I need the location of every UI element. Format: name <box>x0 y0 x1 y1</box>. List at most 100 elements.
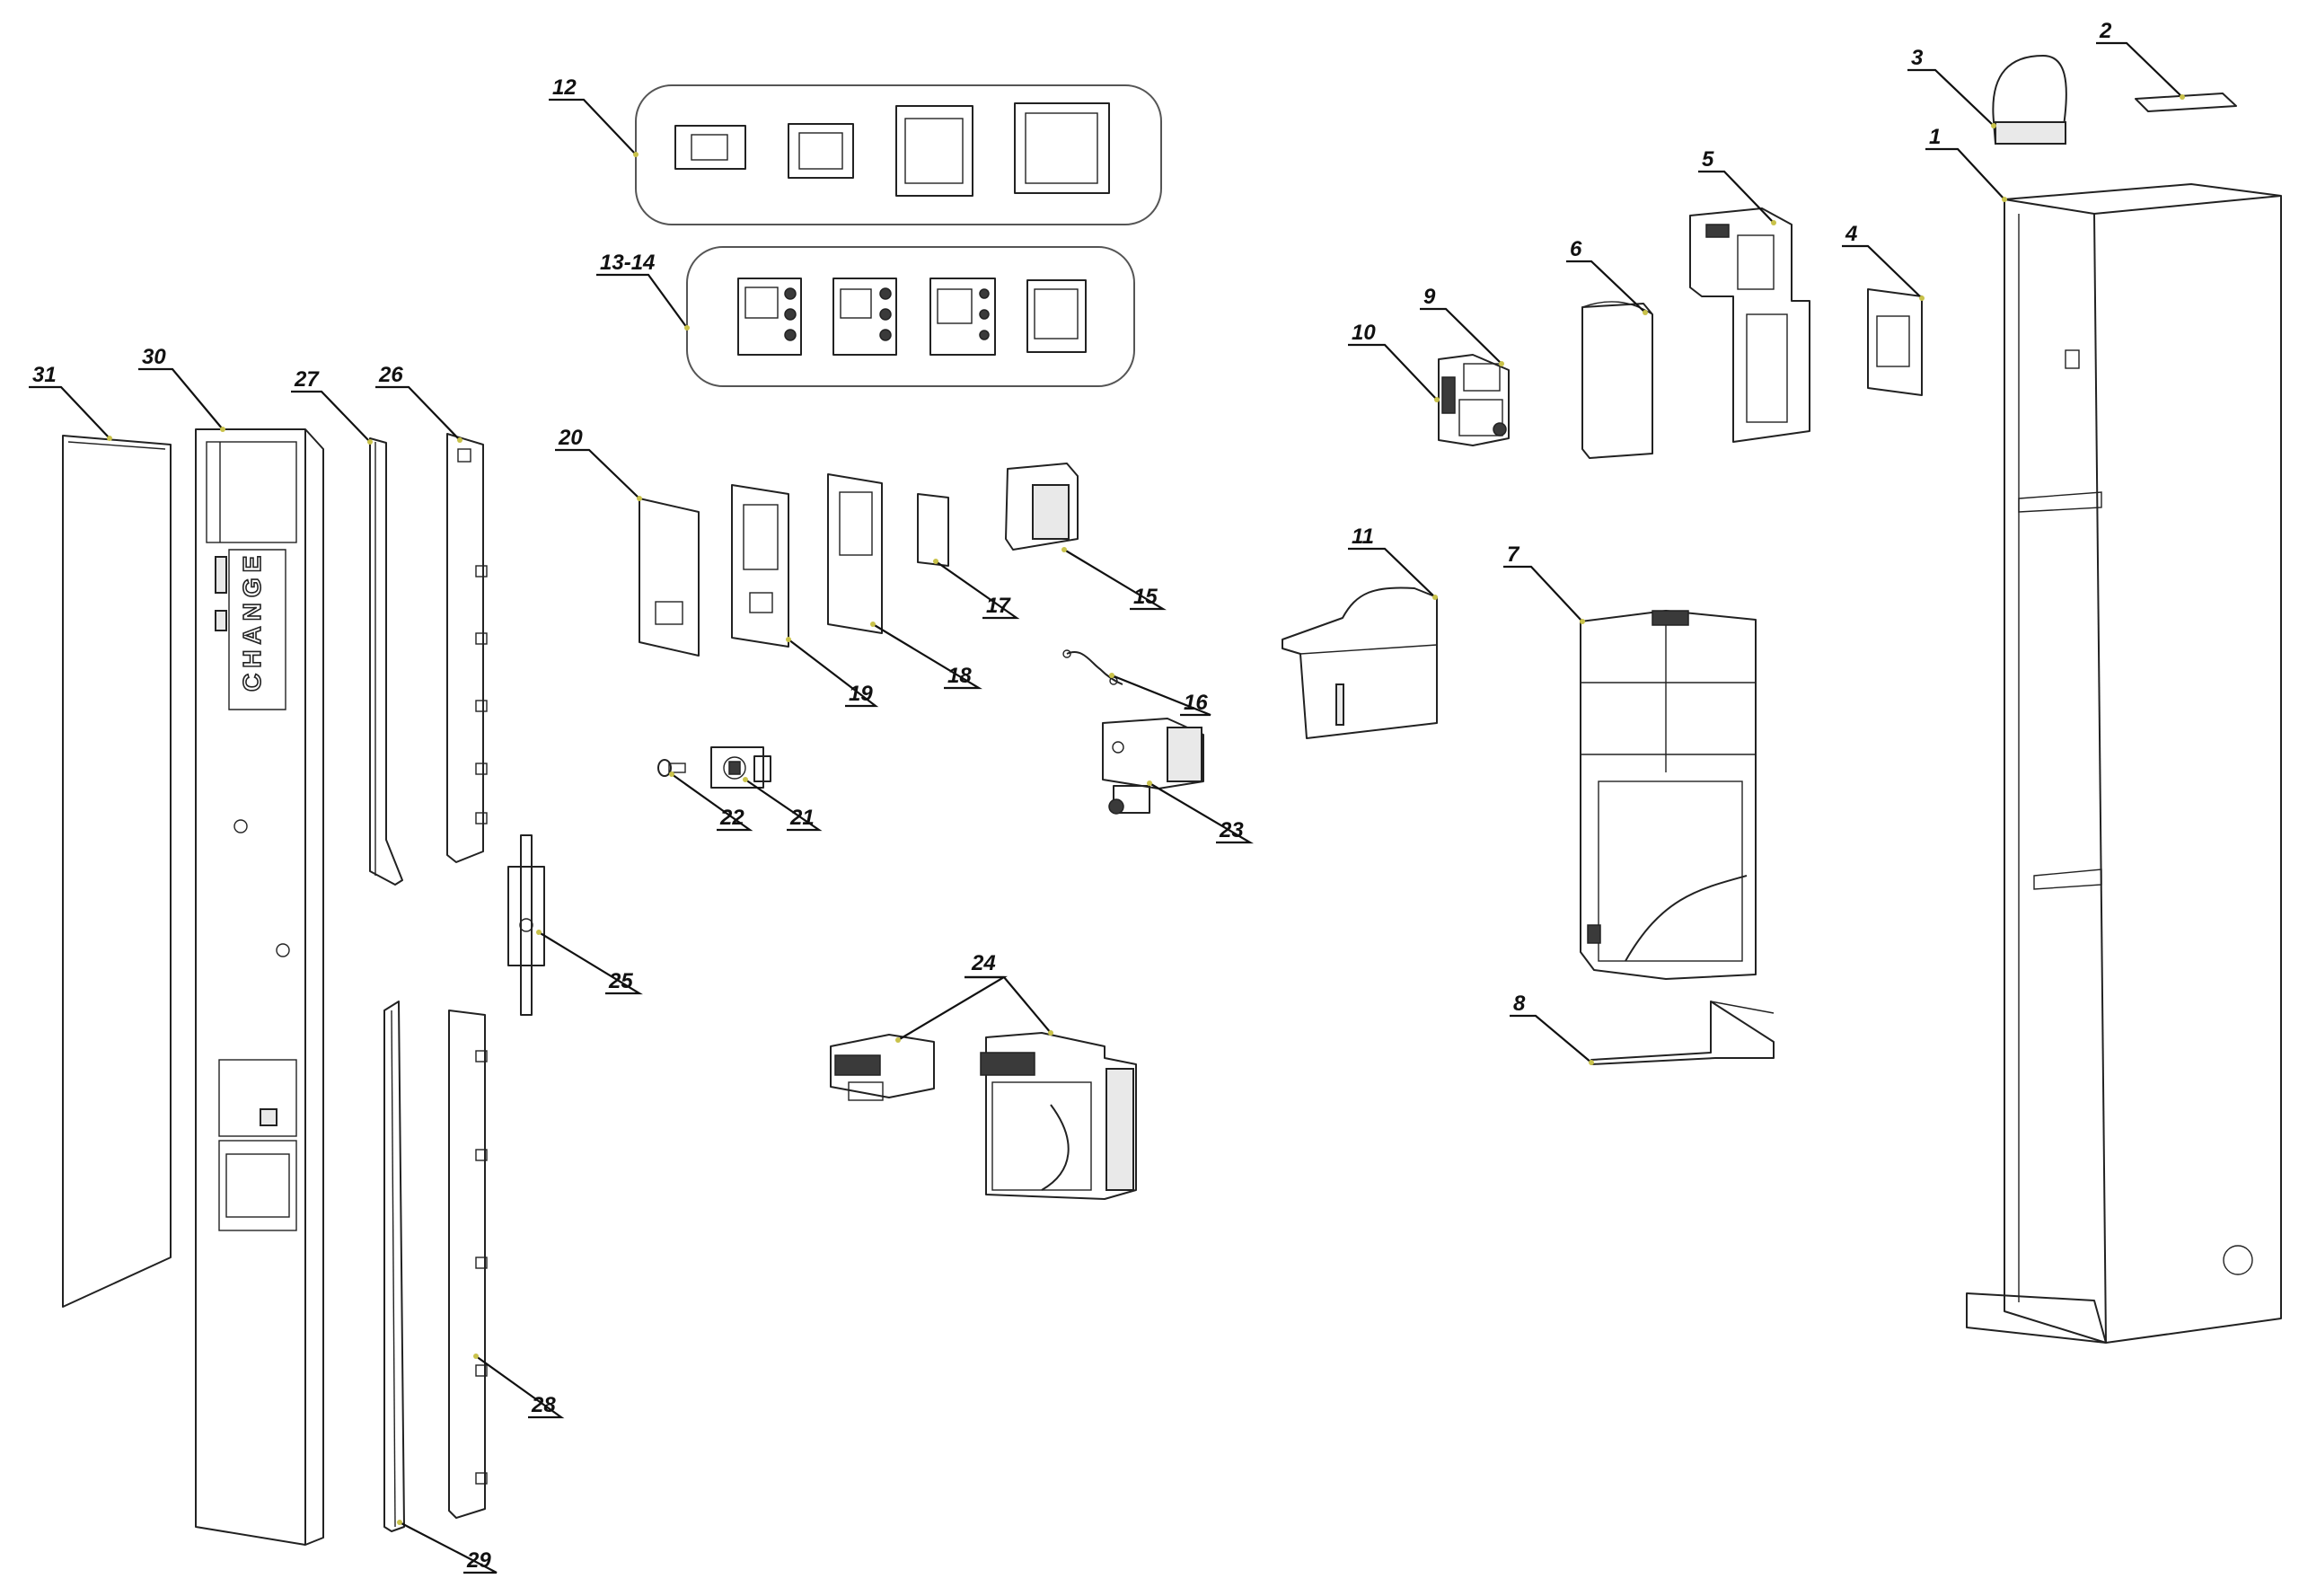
leader-line <box>1925 147 2005 200</box>
leader-dot <box>367 439 373 445</box>
callout-p18: 18 <box>870 622 982 690</box>
leader-line <box>1420 307 1502 365</box>
callout-p2: 2 <box>2096 19 2185 100</box>
leader-dot <box>870 622 876 627</box>
part-number-label: 9 <box>1423 285 1436 309</box>
callout-p28: 28 <box>473 1354 565 1419</box>
callout-p27: 27 <box>291 367 373 445</box>
callout-p12: 12 <box>549 75 639 157</box>
part-8-tray <box>1590 1001 1775 1065</box>
part-19-mounting-plate <box>731 484 789 648</box>
callout-p24: 24 <box>895 951 1053 1043</box>
leader-dot <box>637 496 642 501</box>
leader-dot <box>669 772 674 777</box>
leader-line <box>935 560 1020 620</box>
part-2-top-plate <box>2135 93 2237 112</box>
leader-dot <box>1432 595 1438 600</box>
part-number-label: 24 <box>971 951 996 975</box>
leader-dot <box>1919 295 1925 301</box>
leader-dot <box>933 559 938 564</box>
leader-line <box>1503 565 1583 622</box>
part-7-hopper <box>1580 610 1757 980</box>
leader-dot <box>1048 1030 1053 1036</box>
part-number-label: 10 <box>1352 321 1376 345</box>
leader-line <box>375 385 461 441</box>
part-number-label: 4 <box>1845 222 1857 246</box>
leader-line <box>1510 1014 1592 1063</box>
callout-p29: 29 <box>397 1520 498 1574</box>
part-18-mounting-plate <box>827 473 883 634</box>
part-24-bill-acceptor <box>830 1032 1137 1200</box>
leader-line <box>1566 260 1646 313</box>
callout-p11: 11 <box>1348 525 1438 600</box>
part-20-mounting-plate <box>639 498 700 657</box>
leader-line <box>1907 68 1995 127</box>
part-number-label: 11 <box>1352 525 1374 549</box>
leader-line <box>872 623 982 690</box>
part-1-main-cabinet <box>1966 183 2282 1344</box>
leader-dot <box>895 1037 901 1043</box>
part-number-label: 26 <box>378 363 403 387</box>
leader-dot <box>1589 1060 1594 1065</box>
part-number-label: 3 <box>1911 46 1924 70</box>
leader-dot <box>2002 197 2007 202</box>
leader-dot <box>786 637 791 642</box>
callout-p20: 20 <box>555 426 642 501</box>
leader-dot <box>1771 220 1776 225</box>
callout-p26: 26 <box>375 363 462 443</box>
callout-p17: 17 <box>933 559 1020 620</box>
part-16-cable <box>1062 649 1123 685</box>
leader-dot <box>1991 123 1996 128</box>
callout-p5: 5 <box>1698 147 1776 225</box>
leader-line <box>538 931 643 995</box>
part-11-coin-bucket <box>1282 586 1438 739</box>
part-25-lock-bar <box>507 834 545 1016</box>
part-22-bulb <box>657 759 686 777</box>
leader-dot <box>633 152 639 157</box>
leader-line <box>555 448 640 499</box>
leader-dot <box>2180 94 2185 100</box>
callout-p31: 31 <box>29 363 112 441</box>
part-5-dispenser <box>1689 207 1810 443</box>
change-stamp: CHANGE <box>238 551 266 692</box>
callout-p7: 7 <box>1503 542 1585 624</box>
leader-dot <box>1147 780 1152 786</box>
leader-dot <box>1434 397 1440 402</box>
callout-p19: 19 <box>786 637 879 708</box>
leader-dot <box>107 436 112 441</box>
part-number-label: 16 <box>1184 691 1208 715</box>
part-31-glass-panel <box>62 435 172 1308</box>
part-number-label: 15 <box>1133 585 1158 609</box>
part-23-motor-unit <box>1102 718 1204 815</box>
leader-dot <box>397 1520 402 1525</box>
leader-dot <box>1061 547 1067 552</box>
callout-p9: 9 <box>1420 285 1504 366</box>
part-28-slotted-rail-lower <box>448 1010 488 1519</box>
callout-p25: 25 <box>536 930 643 995</box>
leader-line <box>744 779 823 832</box>
part-29-hinge-strip-lower <box>383 1001 405 1532</box>
part-number-label: 6 <box>1570 237 1582 261</box>
part-number-label: 12 <box>552 75 577 100</box>
part-15-reader-box <box>1005 463 1079 551</box>
leader-line <box>475 1355 565 1419</box>
part-number-label: 1 <box>1929 125 1941 149</box>
callout-labels: 12345678910111213-1415161718192021222325… <box>29 19 2185 1574</box>
part-number-label: 8 <box>1513 992 1526 1016</box>
callout-p8: 8 <box>1510 992 1594 1065</box>
leader-line <box>29 385 110 439</box>
callout-p30: 30 <box>138 345 225 432</box>
leader-line <box>671 773 753 832</box>
leader-line <box>788 639 879 708</box>
leader-line <box>291 390 371 443</box>
part-number-label: 2 <box>2099 19 2112 43</box>
part-number-label: 7 <box>1507 542 1520 567</box>
callout-p23: 23 <box>1147 780 1255 844</box>
callout-p15: 15 <box>1061 547 1167 611</box>
callout-p10: 10 <box>1348 321 1440 402</box>
leader-line <box>1842 244 1923 299</box>
leader-dot <box>1109 673 1114 678</box>
part-4-display <box>1867 288 1923 396</box>
leader-line <box>2096 41 2183 98</box>
